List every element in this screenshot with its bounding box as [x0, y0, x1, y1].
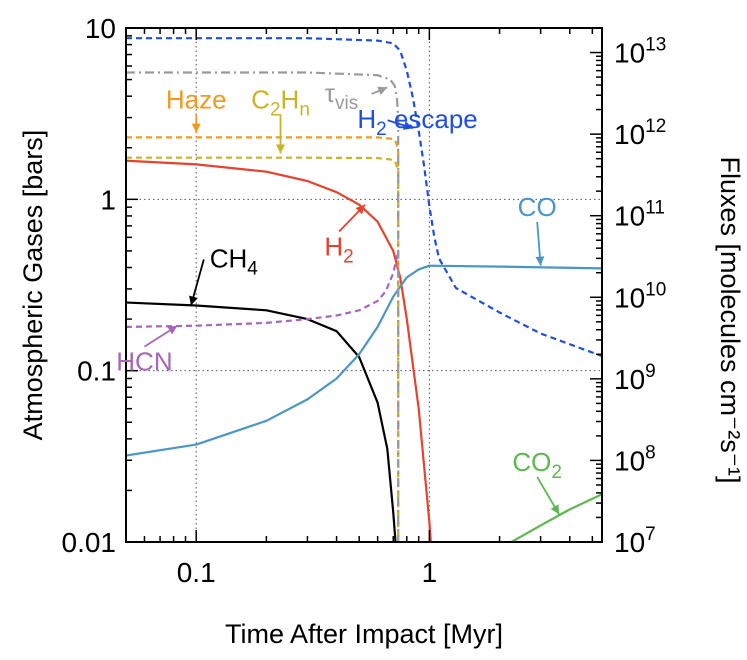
annotation-arrowhead	[402, 121, 413, 130]
annotation-arrowhead	[167, 325, 178, 335]
y-tick-base: 10	[614, 527, 645, 558]
annotation-arrowhead	[191, 123, 201, 133]
annotation-arrowhead	[550, 504, 560, 515]
series-layer	[126, 37, 602, 542]
series-line-hcn	[126, 252, 400, 328]
x-tick-label: 0.1	[177, 557, 216, 588]
series-line-ch4	[126, 301, 397, 542]
series-line-co2	[510, 493, 602, 542]
series-line-c2hn	[126, 156, 400, 542]
y-tick-base: 10	[614, 282, 645, 313]
y-tick-base: 10	[614, 364, 645, 395]
annotation-label: τvis	[325, 78, 359, 114]
annotation-arrowhead	[377, 86, 388, 96]
y-tick-base: 10	[614, 38, 645, 69]
annotation-h2: H2	[324, 204, 366, 268]
y-tick-label-right: 1011	[614, 198, 665, 232]
y-tick-exponent: 12	[645, 116, 666, 137]
y-tick-exponent: 9	[645, 361, 656, 382]
y-tick-exponent: 8	[645, 442, 656, 463]
series-line-co	[126, 264, 602, 457]
annotation-label: H2	[324, 232, 353, 268]
annotation-label: CH4	[210, 244, 259, 280]
annotation-label: CO2	[512, 447, 562, 483]
x-tick-label: 1	[422, 557, 438, 588]
y-tick-exponent: 7	[645, 524, 656, 545]
y-tick-label-left: 0.1	[77, 356, 116, 387]
annotation-co: CO	[518, 192, 557, 266]
y-tick-exponent: 10	[645, 279, 666, 300]
annotation-haze: Haze	[166, 84, 227, 133]
annotation-tau: τvis	[325, 78, 388, 114]
y-tick-label-right: 1010	[614, 279, 666, 313]
y-tick-label-right: 107	[614, 524, 656, 558]
annotation-arrowhead	[535, 256, 545, 266]
y-axis-title-left: Atmospheric Gases [bars]	[18, 130, 48, 441]
y-axis-title-right: Fluxes [molecules cm⁻²s⁻¹]	[715, 156, 745, 483]
annotation-label: Haze	[166, 84, 227, 114]
y-tick-base: 10	[614, 201, 645, 232]
series-line-tau-vis	[126, 71, 400, 542]
annotation-ch4: CH4	[189, 244, 258, 306]
y-tick-label-left: 10	[85, 13, 116, 44]
annotation-label: HCN	[116, 347, 172, 377]
annotation-c2hn: C2Hn	[251, 84, 310, 154]
annotation-label: CO	[518, 192, 557, 222]
series-line-haze	[126, 136, 400, 542]
y-tick-exponent: 13	[645, 35, 666, 56]
annotation-arrowhead	[355, 204, 366, 215]
annotation-co2: CO2	[512, 447, 562, 515]
y-tick-label-right: 1013	[614, 35, 666, 69]
y-tick-label-right: 1012	[614, 116, 666, 150]
annotation-label: H2 escape	[357, 104, 477, 140]
series-line-h2	[126, 159, 432, 542]
y-tick-label-right: 108	[614, 442, 656, 476]
y-tick-exponent: 11	[645, 198, 665, 219]
annotation-arrowhead	[276, 144, 286, 154]
y-tick-label-right: 109	[614, 361, 656, 395]
y-tick-label-left: 0.01	[62, 527, 117, 558]
y-tick-base: 10	[614, 445, 645, 476]
annotation-h2esc: H2 escape	[357, 104, 477, 140]
x-axis-title: Time After Impact [Myr]	[225, 619, 503, 649]
annotation-hcn: HCN	[116, 324, 178, 377]
plot-frame	[125, 27, 603, 543]
y-tick-base: 10	[614, 119, 645, 150]
y-tick-label-left: 1	[100, 184, 116, 215]
annotation-arrowhead	[189, 295, 198, 306]
annotation-label: C2Hn	[251, 84, 310, 120]
